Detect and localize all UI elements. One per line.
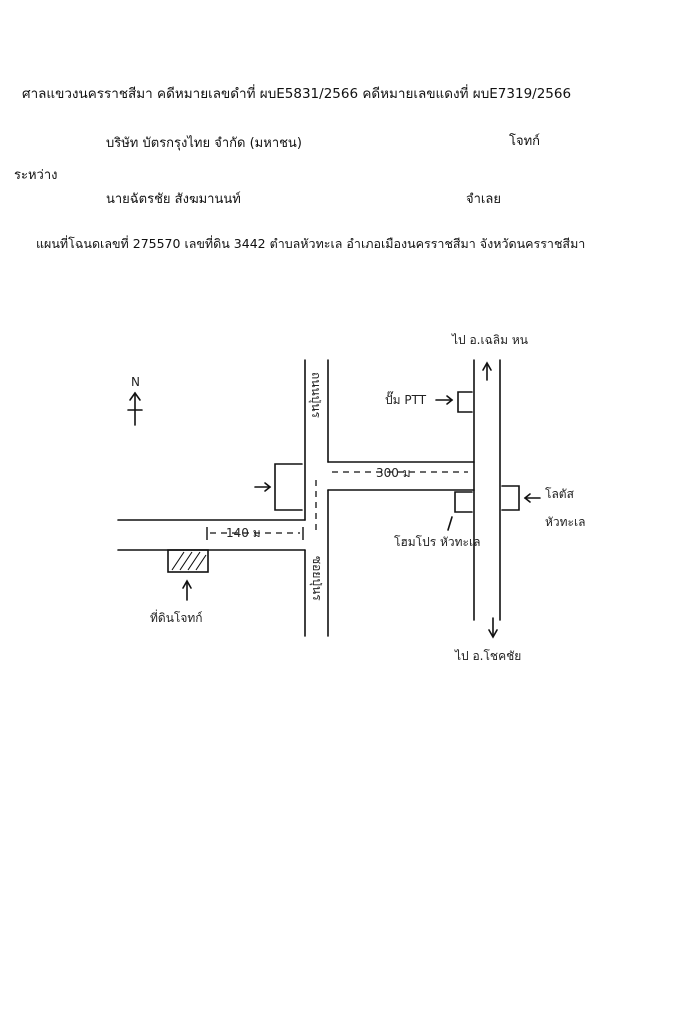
- distance-140-label: 140 ม: [226, 526, 261, 540]
- arrow-up-icon: [482, 361, 492, 371]
- homepro-label: โฮมโปร หัวทะเล: [394, 535, 480, 549]
- road-upper-label: ถนนปุ่นร: [308, 372, 323, 418]
- building-left-junction: [274, 463, 303, 511]
- arrow-lotus-icon: [523, 493, 531, 503]
- ptt-station-box: [457, 391, 473, 413]
- road-lower-label: ซอยปุ่นร: [309, 556, 324, 601]
- arrow-ptt-icon: [446, 395, 454, 405]
- between-label: ระหว่าง: [14, 168, 58, 183]
- homepro-box: [454, 491, 473, 513]
- court-case-line: ศาลแขวงนครราชสีมา คดีหมายเลขดำที่ ผบE583…: [22, 86, 572, 102]
- to-bottom-label: ไป อ.โชคชัย: [454, 649, 521, 663]
- plaintiff-role: โจทก์: [509, 134, 541, 149]
- north-arrow-head-icon: [129, 391, 141, 401]
- defendant-name: นายฉัตรชัย สังฆมานนท์: [106, 192, 241, 207]
- arrow-land-icon: [182, 579, 192, 589]
- lotus-label: โลตัส: [545, 487, 575, 501]
- lotus-label-2: หัวทะเล: [545, 515, 585, 529]
- map-caption: แผนที่โฉนดเลขที่ 275570 เลขที่ดิน 3442 ต…: [36, 236, 586, 251]
- ptt-label: ปั๊ม PTT: [385, 391, 427, 407]
- arrow-down-icon: [488, 629, 498, 639]
- distance-300-label: 300 ม: [376, 466, 411, 480]
- arrow-right-icon: [264, 482, 272, 492]
- land-label: ที่ดินโจทก์: [150, 609, 203, 625]
- defendant-role: จำเลย: [466, 192, 501, 207]
- to-top-label: ไป อ.เฉลิม หน: [451, 333, 528, 347]
- plaintiff-land-parcel: [167, 549, 209, 573]
- north-label: N: [131, 375, 140, 389]
- plaintiff-name: บริษัท บัตรกรุงไทย จำกัด (มหาชน): [106, 136, 302, 151]
- lotus-box: [501, 485, 520, 511]
